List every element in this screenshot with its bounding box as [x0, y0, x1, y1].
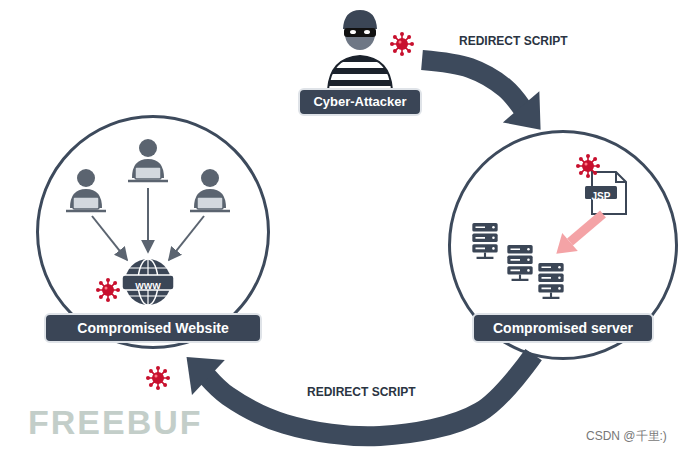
node-title: Compromised Website	[46, 315, 260, 341]
file-type-holder: JSP	[585, 186, 617, 204]
watermark: CSDN @千里:)	[586, 429, 667, 443]
redirect-arrow	[422, 60, 541, 130]
edge-label-patch: REDIRECT SCRIPT	[303, 381, 420, 401]
server-rack	[507, 245, 532, 280]
edge-label: REDIRECT SCRIPT	[307, 385, 416, 399]
label-band: Compromised server	[472, 313, 654, 343]
watermark-holder: CSDN @千里:)	[586, 426, 667, 444]
virus-icon	[96, 278, 120, 302]
redirect-arrow	[187, 355, 534, 437]
visit-arrow	[92, 216, 127, 260]
virus-icon	[146, 366, 170, 390]
edge-label-patch: REDIRECT SCRIPT	[455, 30, 572, 50]
hacker-shirt	[326, 56, 396, 92]
globe-icon	[122, 259, 174, 305]
user-icon	[66, 169, 106, 211]
jsp-document	[585, 172, 626, 214]
server-rack	[472, 223, 497, 258]
virus-icon	[390, 32, 414, 56]
hacker-beanie	[343, 10, 377, 29]
arrow-head	[187, 357, 225, 395]
arrow-body	[422, 60, 522, 108]
virus-icon	[576, 154, 600, 178]
watermark-holder: FREEBUF	[28, 402, 203, 442]
hacker-eye	[350, 30, 356, 34]
arrow-head	[503, 91, 541, 129]
zone-circle: Compromised server	[448, 130, 678, 360]
globe-text: WWW	[135, 281, 160, 291]
visit-arrow	[169, 216, 204, 260]
actor-box: Cyber-Attacker	[298, 10, 422, 116]
label-band: Cyber-Attacker	[298, 88, 422, 116]
visit-arrow	[147, 188, 149, 252]
hacker-mask	[344, 28, 376, 37]
inject-arrow	[556, 214, 603, 254]
user-icon	[128, 139, 168, 181]
hacker-eye	[364, 30, 370, 34]
label-band: Compromised Website	[44, 313, 262, 343]
node-title: Cyber-Attacker	[300, 90, 420, 114]
edge-label: REDIRECT SCRIPT	[459, 34, 568, 48]
zone-circle: Compromised Website	[36, 115, 270, 349]
user-icon	[190, 169, 230, 211]
hacker-figure	[326, 10, 396, 92]
circle-outline	[38, 117, 269, 348]
watermark: FREEBUF	[28, 403, 203, 441]
circle-outline	[450, 132, 677, 359]
globe-text-holder: WWW	[122, 275, 174, 294]
server-rack	[538, 263, 563, 298]
arrow-body	[207, 355, 534, 437]
node-title: Compromised server	[474, 315, 652, 341]
hacker-outline	[328, 56, 392, 90]
file-type: JSP	[592, 191, 611, 202]
